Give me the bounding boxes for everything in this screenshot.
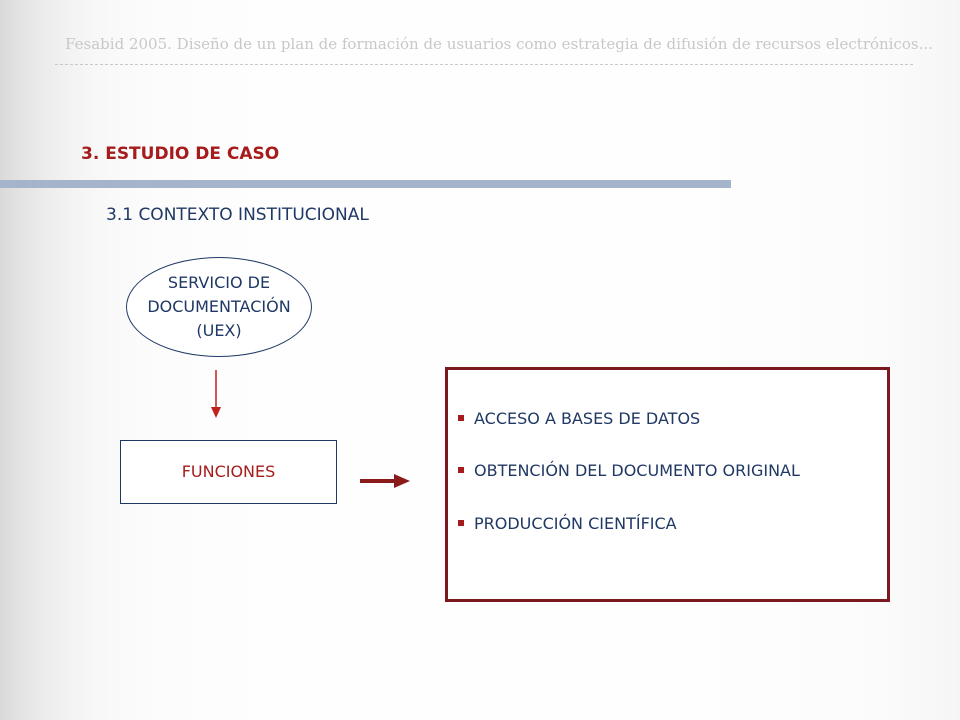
square-bullet-icon	[458, 519, 464, 526]
list-item-label: PRODUCCIÓN CIENTÍFICA	[474, 514, 677, 533]
list-item: PRODUCCIÓN CIENTÍFICA	[458, 514, 677, 533]
ellipse-line-3: (UEX)	[196, 321, 242, 340]
section-subheading: 3.1 CONTEXTO INSTITUCIONAL	[106, 205, 369, 225]
functions-label: FUNCIONES	[181, 462, 276, 481]
ellipse-line-2: DOCUMENTACIÓN	[147, 297, 291, 316]
list-item-label: ACCESO A BASES DE DATOS	[474, 409, 701, 428]
list-item: ACCESO A BASES DE DATOS	[458, 409, 700, 428]
list-item-label: OBTENCIÓN DEL DOCUMENTO ORIGINAL	[474, 461, 800, 480]
down-arrow	[211, 370, 221, 418]
functions-list-box	[445, 367, 890, 602]
section-heading: 3. ESTUDIO DE CASO	[81, 144, 280, 164]
ellipse-line-1: SERVICIO DE	[167, 273, 271, 292]
service-ellipse	[126, 257, 312, 357]
list-item: OBTENCIÓN DEL DOCUMENTO ORIGINAL	[458, 461, 800, 480]
right-arrow	[360, 474, 410, 488]
header-divider	[55, 64, 913, 65]
service-ellipse-label: SERVICIO DE DOCUMENTACIÓN (UEX)	[126, 271, 312, 343]
square-bullet-icon	[458, 466, 464, 473]
functions-box	[120, 440, 337, 504]
accent-bar	[0, 180, 731, 188]
square-bullet-icon	[458, 414, 464, 421]
header-title: Fesabid 2005. Diseño de un plan de forma…	[65, 35, 933, 53]
